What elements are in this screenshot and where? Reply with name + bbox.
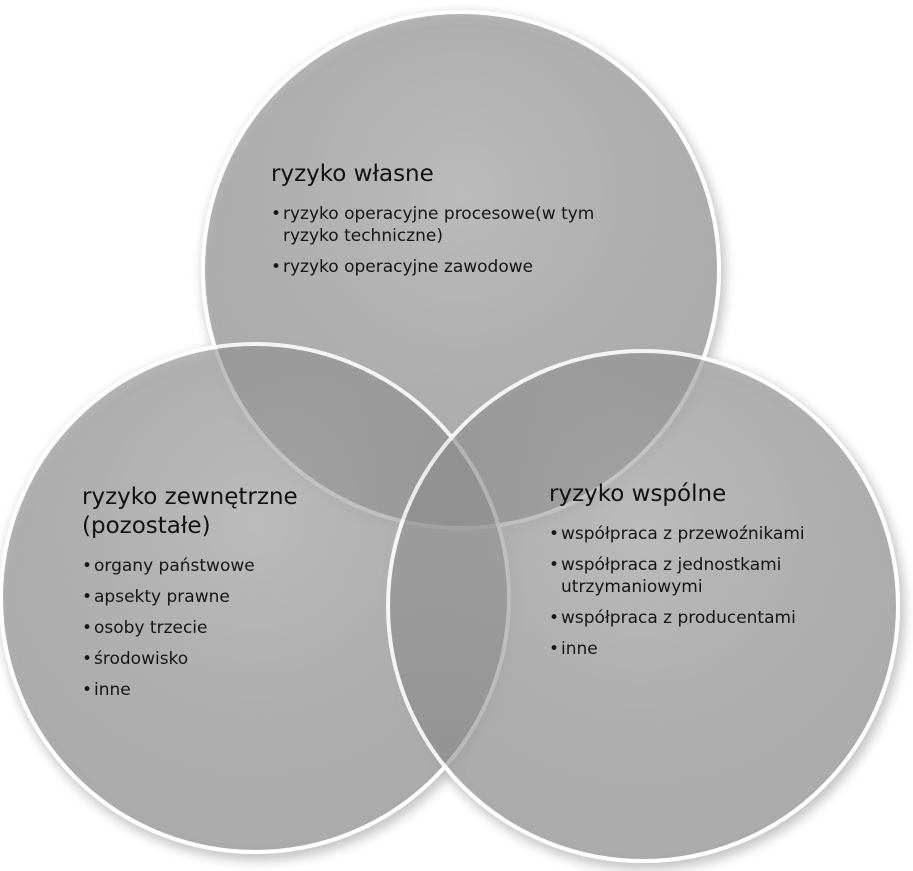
circle-right-content: ryzyko wspólne współpraca z przewoźnikam… <box>549 480 879 669</box>
list-item: organy państwowe <box>82 555 372 577</box>
circle-right-sheen <box>390 353 896 859</box>
circle-top-content: ryzyko własne ryzyko operacyjne procesow… <box>271 160 651 287</box>
list-item: inne <box>549 638 879 660</box>
list-item: współpraca z przewoźnikami <box>549 523 879 545</box>
circle-top-list: ryzyko operacyjne procesowe(w tym ryzyko… <box>271 203 651 278</box>
list-item: ryzyko operacyjne zawodowe <box>271 256 651 278</box>
list-item: osoby trzecie <box>82 617 372 639</box>
circle-left-title: ryzyko zewnętrzne (pozostałe) <box>82 484 298 539</box>
list-item: środowisko <box>82 648 372 670</box>
list-item: współpraca z jednostkami utrzymaniowymi <box>549 554 879 598</box>
circle-left-content: ryzyko zewnętrzne (pozostałe) organy pań… <box>82 483 372 710</box>
list-item: inne <box>82 679 372 701</box>
list-item: apsekty prawne <box>82 586 372 608</box>
list-item: współpraca z producentami <box>549 607 879 629</box>
circle-top-title: ryzyko własne <box>271 161 434 187</box>
circle-right-title: ryzyko wspólne <box>549 481 727 507</box>
list-item: ryzyko operacyjne procesowe(w tym ryzyko… <box>271 203 651 247</box>
circle-right-list: współpraca z przewoźnikami współpraca z … <box>549 523 879 660</box>
circle-left-list: organy państwowe apsekty prawne osoby tr… <box>82 555 372 701</box>
